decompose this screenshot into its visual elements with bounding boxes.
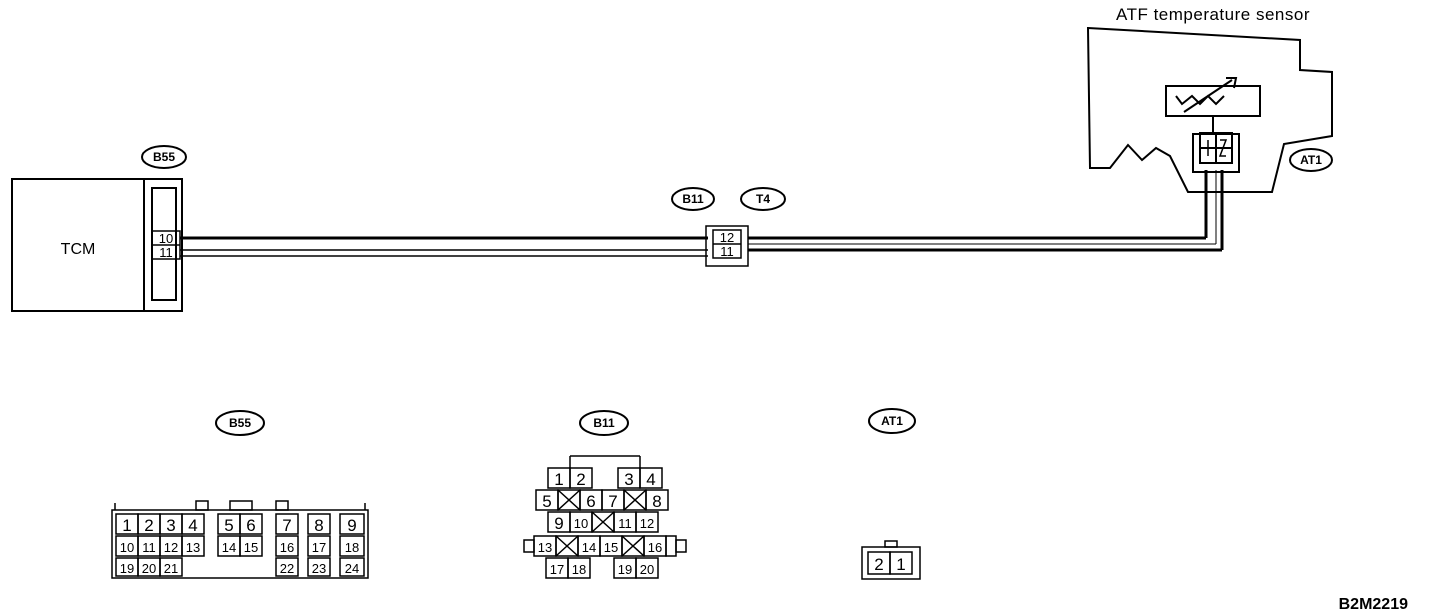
b11-pin-1: 1 xyxy=(554,470,563,489)
at1-connector-label: AT1 xyxy=(1300,153,1322,167)
b55-pin-3: 3 xyxy=(166,516,175,535)
b55-pin-16: 16 xyxy=(280,540,294,555)
at1-connector-view: AT1 2 1 xyxy=(861,408,921,580)
b11-pin-14: 14 xyxy=(582,540,596,555)
harness-wires xyxy=(180,170,1224,257)
tcm-pin-11: 11 xyxy=(159,245,173,260)
b55-pin-18: 18 xyxy=(345,540,359,555)
b11-pin-11: 11 xyxy=(618,516,632,531)
b55-pin-2: 2 xyxy=(144,516,153,535)
b55-pin-5: 5 xyxy=(224,516,233,535)
b55-pin-7: 7 xyxy=(282,516,291,535)
junction-pin-11: 11 xyxy=(720,244,734,259)
b55-pin-9: 9 xyxy=(347,516,356,535)
b55-pin-11: 11 xyxy=(142,540,156,555)
b55-pin-8: 8 xyxy=(314,516,323,535)
at1-pin-1: 1 xyxy=(896,555,905,574)
tcm-label: TCM xyxy=(61,241,96,258)
b11-pin-4: 4 xyxy=(646,470,655,489)
b11-pin-10: 10 xyxy=(574,516,588,531)
b11-pin-18: 18 xyxy=(572,562,586,577)
b11-pin-17: 17 xyxy=(550,562,564,577)
t4-connector-oval: T4 xyxy=(740,187,786,211)
b11-pin-5: 5 xyxy=(542,492,551,511)
b11-pin-3: 3 xyxy=(624,470,633,489)
b55-pin-4: 4 xyxy=(188,516,197,535)
b11-top-label: B11 xyxy=(682,192,704,206)
b55-connector-view: B55 1 2 xyxy=(111,410,369,579)
b55-pin-14: 14 xyxy=(222,540,236,555)
b55-pin-23: 23 xyxy=(312,561,326,576)
b55-pin-21: 21 xyxy=(164,561,178,576)
b11-pin-13: 13 xyxy=(538,540,552,555)
b11-connector-view: B11 xyxy=(523,410,687,579)
b11-connector-oval: B11 xyxy=(671,187,715,211)
b11-pin-19: 19 xyxy=(618,562,632,577)
b55-pin-10: 10 xyxy=(120,540,134,555)
figure-code: B2M2219 xyxy=(1339,596,1408,613)
b55-view-label: B55 xyxy=(229,416,251,430)
b55-pin-19: 19 xyxy=(120,561,134,576)
b11-view-label: B11 xyxy=(593,416,615,430)
b55-pin-22: 22 xyxy=(280,561,294,576)
b55-pin-13: 13 xyxy=(186,540,200,555)
b11-pin-2: 2 xyxy=(576,470,585,489)
at1-view-label: AT1 xyxy=(881,414,903,428)
tcm-connector-pins: 10 11 xyxy=(151,230,181,260)
t4-top-label: T4 xyxy=(756,192,770,206)
b11-pin-15: 15 xyxy=(604,540,618,555)
sensor-title: ATF temperature sensor xyxy=(1116,5,1310,24)
atf-temperature-sensor xyxy=(1086,26,1333,193)
b11-pin-8: 8 xyxy=(652,492,661,511)
b11-pin-6: 6 xyxy=(586,492,595,511)
junction-pin-12: 12 xyxy=(720,230,734,245)
junction-connector xyxy=(705,225,749,267)
b55-pin-6: 6 xyxy=(246,516,255,535)
b11-pin-7: 7 xyxy=(608,492,617,511)
b55-connector-oval: B55 xyxy=(141,145,187,169)
b11-pin-12: 12 xyxy=(640,516,654,531)
at1-pin-2: 2 xyxy=(874,555,883,574)
b55-connector-label: B55 xyxy=(153,150,175,164)
b55-pin-24: 24 xyxy=(345,561,359,576)
b55-pin-12: 12 xyxy=(164,540,178,555)
b55-pin-17: 17 xyxy=(312,540,326,555)
b11-pin-16: 16 xyxy=(648,540,662,555)
b11-pin-20: 20 xyxy=(640,562,654,577)
at1-connector-oval: AT1 xyxy=(1289,148,1333,172)
b55-pin-1: 1 xyxy=(122,516,131,535)
tcm-pin-10: 10 xyxy=(159,231,173,246)
b11-pin-9: 9 xyxy=(554,514,563,533)
b55-pin-15: 15 xyxy=(244,540,258,555)
b55-pin-20: 20 xyxy=(142,561,156,576)
